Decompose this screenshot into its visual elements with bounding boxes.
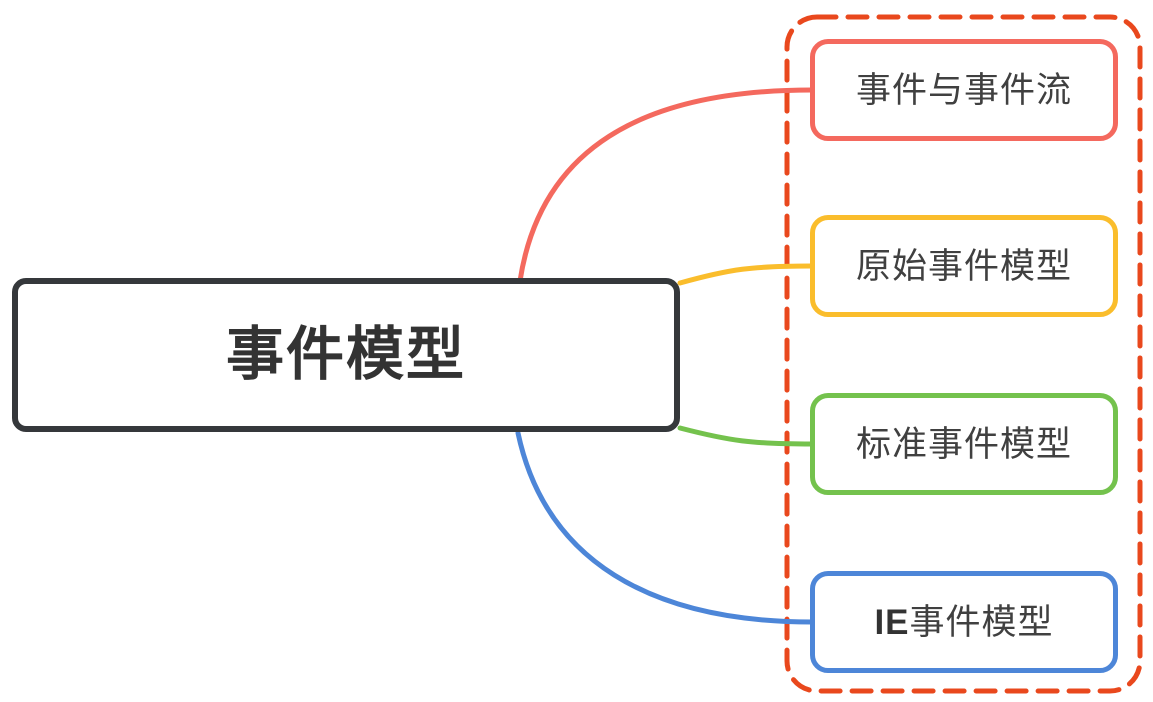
connector-branch-4	[515, 430, 815, 625]
connector-branch-2	[677, 263, 815, 286]
child-node-label-text: 事件模型	[909, 602, 1054, 642]
child-node-standard-event-model[interactable]: 标准事件模型	[810, 393, 1118, 495]
root-node-label: 事件模型	[225, 322, 466, 387]
child-node-label: 事件与事件流	[856, 73, 1072, 108]
child-node-label: 原始事件模型	[856, 249, 1072, 284]
child-node-original-event-model[interactable]: 原始事件模型	[810, 215, 1118, 317]
child-node-label: IE事件模型	[874, 605, 1053, 640]
child-node-label-text: 标准事件模型	[855, 424, 1072, 464]
connector-branch-1	[517, 87, 815, 284]
child-node-label: 标准事件模型	[856, 427, 1072, 462]
child-node-event-and-event-flow[interactable]: 事件与事件流	[810, 39, 1118, 141]
root-node-event-model[interactable]: 事件模型	[12, 278, 680, 432]
child-node-label-text: 事件与事件流	[855, 70, 1072, 110]
child-node-label-text: 原始事件模型	[855, 246, 1072, 286]
connector-branch-3	[677, 425, 815, 447]
group-dashed-outline	[784, 14, 1143, 694]
child-node-ie-event-model[interactable]: IE事件模型	[810, 571, 1118, 673]
child-node-label-prefix: IE	[874, 602, 910, 642]
